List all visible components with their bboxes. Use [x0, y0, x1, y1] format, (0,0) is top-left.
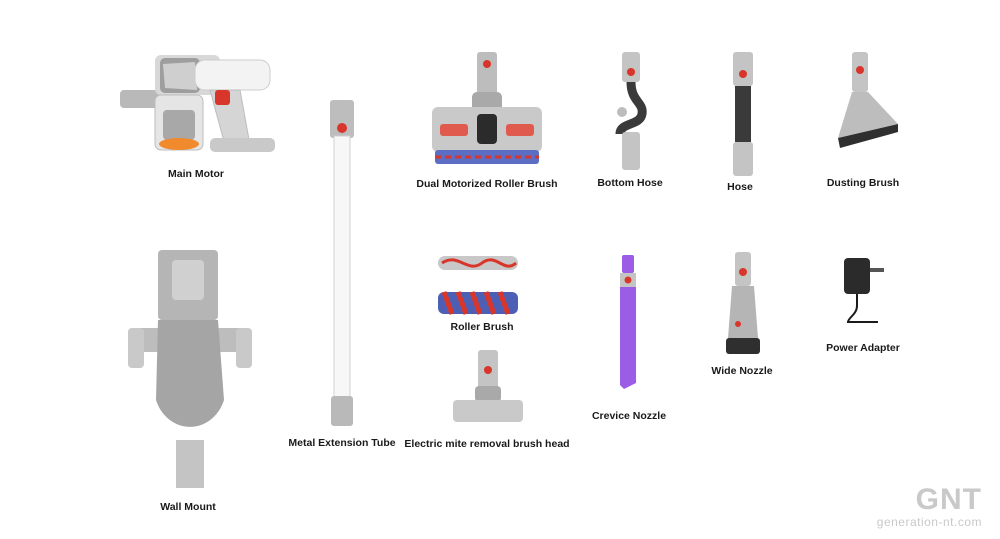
roller-brush-label: Roller Brush — [450, 321, 514, 333]
watermark-logo: GNT — [915, 483, 982, 516]
wide-nozzle-image — [726, 252, 760, 354]
wall-mount-label: Wall Mount — [160, 501, 216, 513]
roller-brush-head-image — [432, 52, 542, 164]
extension-tube-image — [330, 100, 354, 426]
bottom-hose-image — [615, 52, 647, 170]
mite-brush-image — [453, 350, 523, 422]
watermark-url: generation-nt.com — [876, 515, 982, 529]
hose-image — [733, 52, 753, 176]
power-adapter-label: Power Adapter — [826, 342, 900, 354]
wide-nozzle-label: Wide Nozzle — [711, 365, 773, 377]
power-adapter-image — [844, 258, 884, 323]
roller-brush-image — [438, 256, 518, 315]
main-motor-image — [120, 55, 275, 152]
crevice-nozzle-image — [620, 255, 636, 389]
roller-brush-head-label: Dual Motorized Roller Brush — [416, 178, 558, 190]
bottom-hose-label: Bottom Hose — [597, 177, 663, 189]
hose-label: Hose — [727, 181, 753, 193]
wall-mount-image — [128, 250, 252, 488]
main-motor-label: Main Motor — [168, 168, 224, 180]
dusting-brush-label: Dusting Brush — [826, 177, 900, 189]
extension-tube-label: Metal Extension Tube — [288, 437, 396, 449]
mite-brush-label: Electric mite removal brush head — [404, 438, 570, 450]
crevice-nozzle-label: Crevice Nozzle — [591, 410, 667, 422]
watermark: GNT generation-nt.com — [876, 483, 982, 530]
dusting-brush-image — [838, 52, 898, 148]
